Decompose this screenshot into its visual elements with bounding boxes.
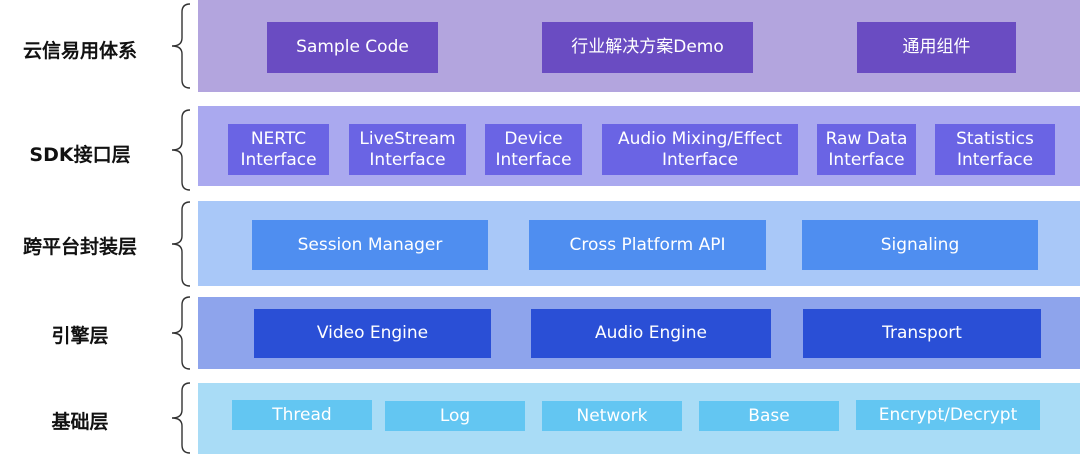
layer-label-engine: 引擎层 [51, 325, 109, 347]
layer-label-foundation: 基础层 [51, 411, 109, 433]
layer-label-sdk-interface: SDK接口层 [29, 144, 131, 166]
box-session-manager: Session Manager [252, 220, 488, 270]
box-signaling: Signaling [802, 220, 1038, 270]
box-common-components: 通用组件 [857, 22, 1016, 73]
box-encrypt-decrypt: Encrypt/Decrypt [856, 400, 1040, 430]
brace-foundation [171, 382, 191, 454]
box-industry-demo: 行业解决方案Demo [542, 22, 753, 73]
box-statistics-interface: Statistics Interface [935, 124, 1055, 175]
box-video-engine: Video Engine [254, 309, 491, 358]
brace-cross-platform [171, 201, 191, 287]
brace-engine [171, 296, 191, 370]
box-cross-platform-api: Cross Platform API [529, 220, 766, 270]
box-audio-mixing-interface: Audio Mixing/Effect Interface [602, 124, 798, 175]
box-thread: Thread [232, 400, 372, 430]
box-livestream-interface: LiveStream Interface [349, 124, 466, 175]
layer-label-ecosystem: 云信易用体系 [22, 40, 137, 62]
box-nertc-interface: NERTC Interface [228, 124, 329, 175]
box-transport: Transport [803, 309, 1041, 358]
layer-label-cross-platform: 跨平台封装层 [22, 236, 137, 258]
box-sample-code: Sample Code [267, 22, 438, 73]
box-base: Base [699, 401, 839, 431]
brace-ecosystem [171, 3, 191, 89]
brace-sdk-interface [171, 109, 191, 191]
box-audio-engine: Audio Engine [531, 309, 771, 358]
box-device-interface: Device Interface [485, 124, 582, 175]
box-network: Network [542, 401, 682, 431]
box-raw-data-interface: Raw Data Interface [817, 124, 916, 175]
box-log: Log [385, 401, 525, 431]
